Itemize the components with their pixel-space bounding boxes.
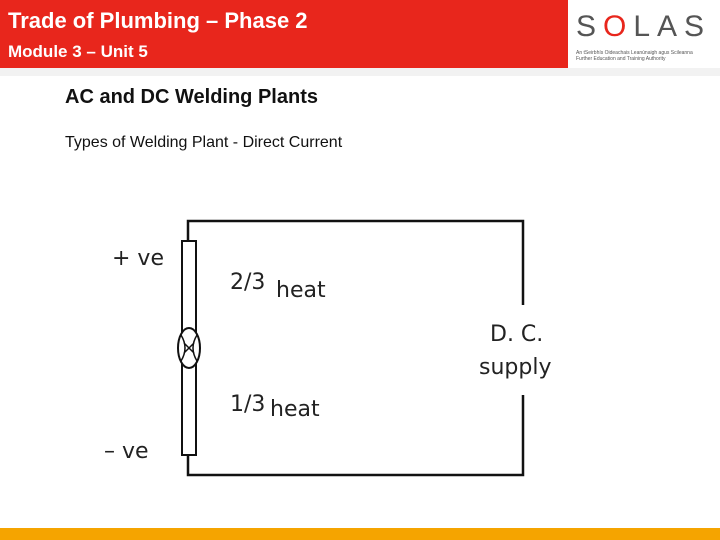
page-title: Trade of Plumbing – Phase 2 (8, 8, 308, 33)
arc-detail (180, 334, 198, 362)
circuit-wire-bottom (186, 395, 525, 477)
slide-title: AC and DC Welding Plants (65, 86, 318, 108)
slide-subtitle: Types of Welding Plant - Direct Current (65, 134, 343, 151)
heat-label-top: heat (276, 278, 326, 303)
electrode-upper (181, 240, 197, 342)
solas-logo: SOLAS An tSeirbhís Oideachais Leanúnaigh… (576, 10, 716, 66)
electrode-lower (181, 354, 197, 456)
logo-wordmark: SOLAS (576, 10, 712, 43)
header-banner: Trade of Plumbing – Phase 2 Module 3 – U… (0, 0, 568, 68)
positive-terminal-label: + ve (112, 246, 164, 271)
header-divider (0, 68, 720, 76)
circuit-wire-top (186, 219, 525, 305)
module-subtitle: Module 3 – Unit 5 (8, 42, 148, 61)
supply-label: supply (479, 355, 551, 380)
logo-caption: An tSeirbhís Oideachais Leanúnaigh agus … (576, 50, 693, 62)
negative-terminal-label: – ve (104, 439, 149, 464)
two-thirds-fraction: 2/3 (230, 270, 265, 295)
heat-label-bottom: heat (270, 397, 320, 422)
one-third-fraction: 1/3 (230, 392, 265, 417)
dc-label: D. C. (490, 322, 543, 347)
dc-welding-diagram: + ve – ve 2/3 heat 1/3 heat D. C. supply (104, 219, 551, 477)
footer-bar (0, 528, 720, 540)
